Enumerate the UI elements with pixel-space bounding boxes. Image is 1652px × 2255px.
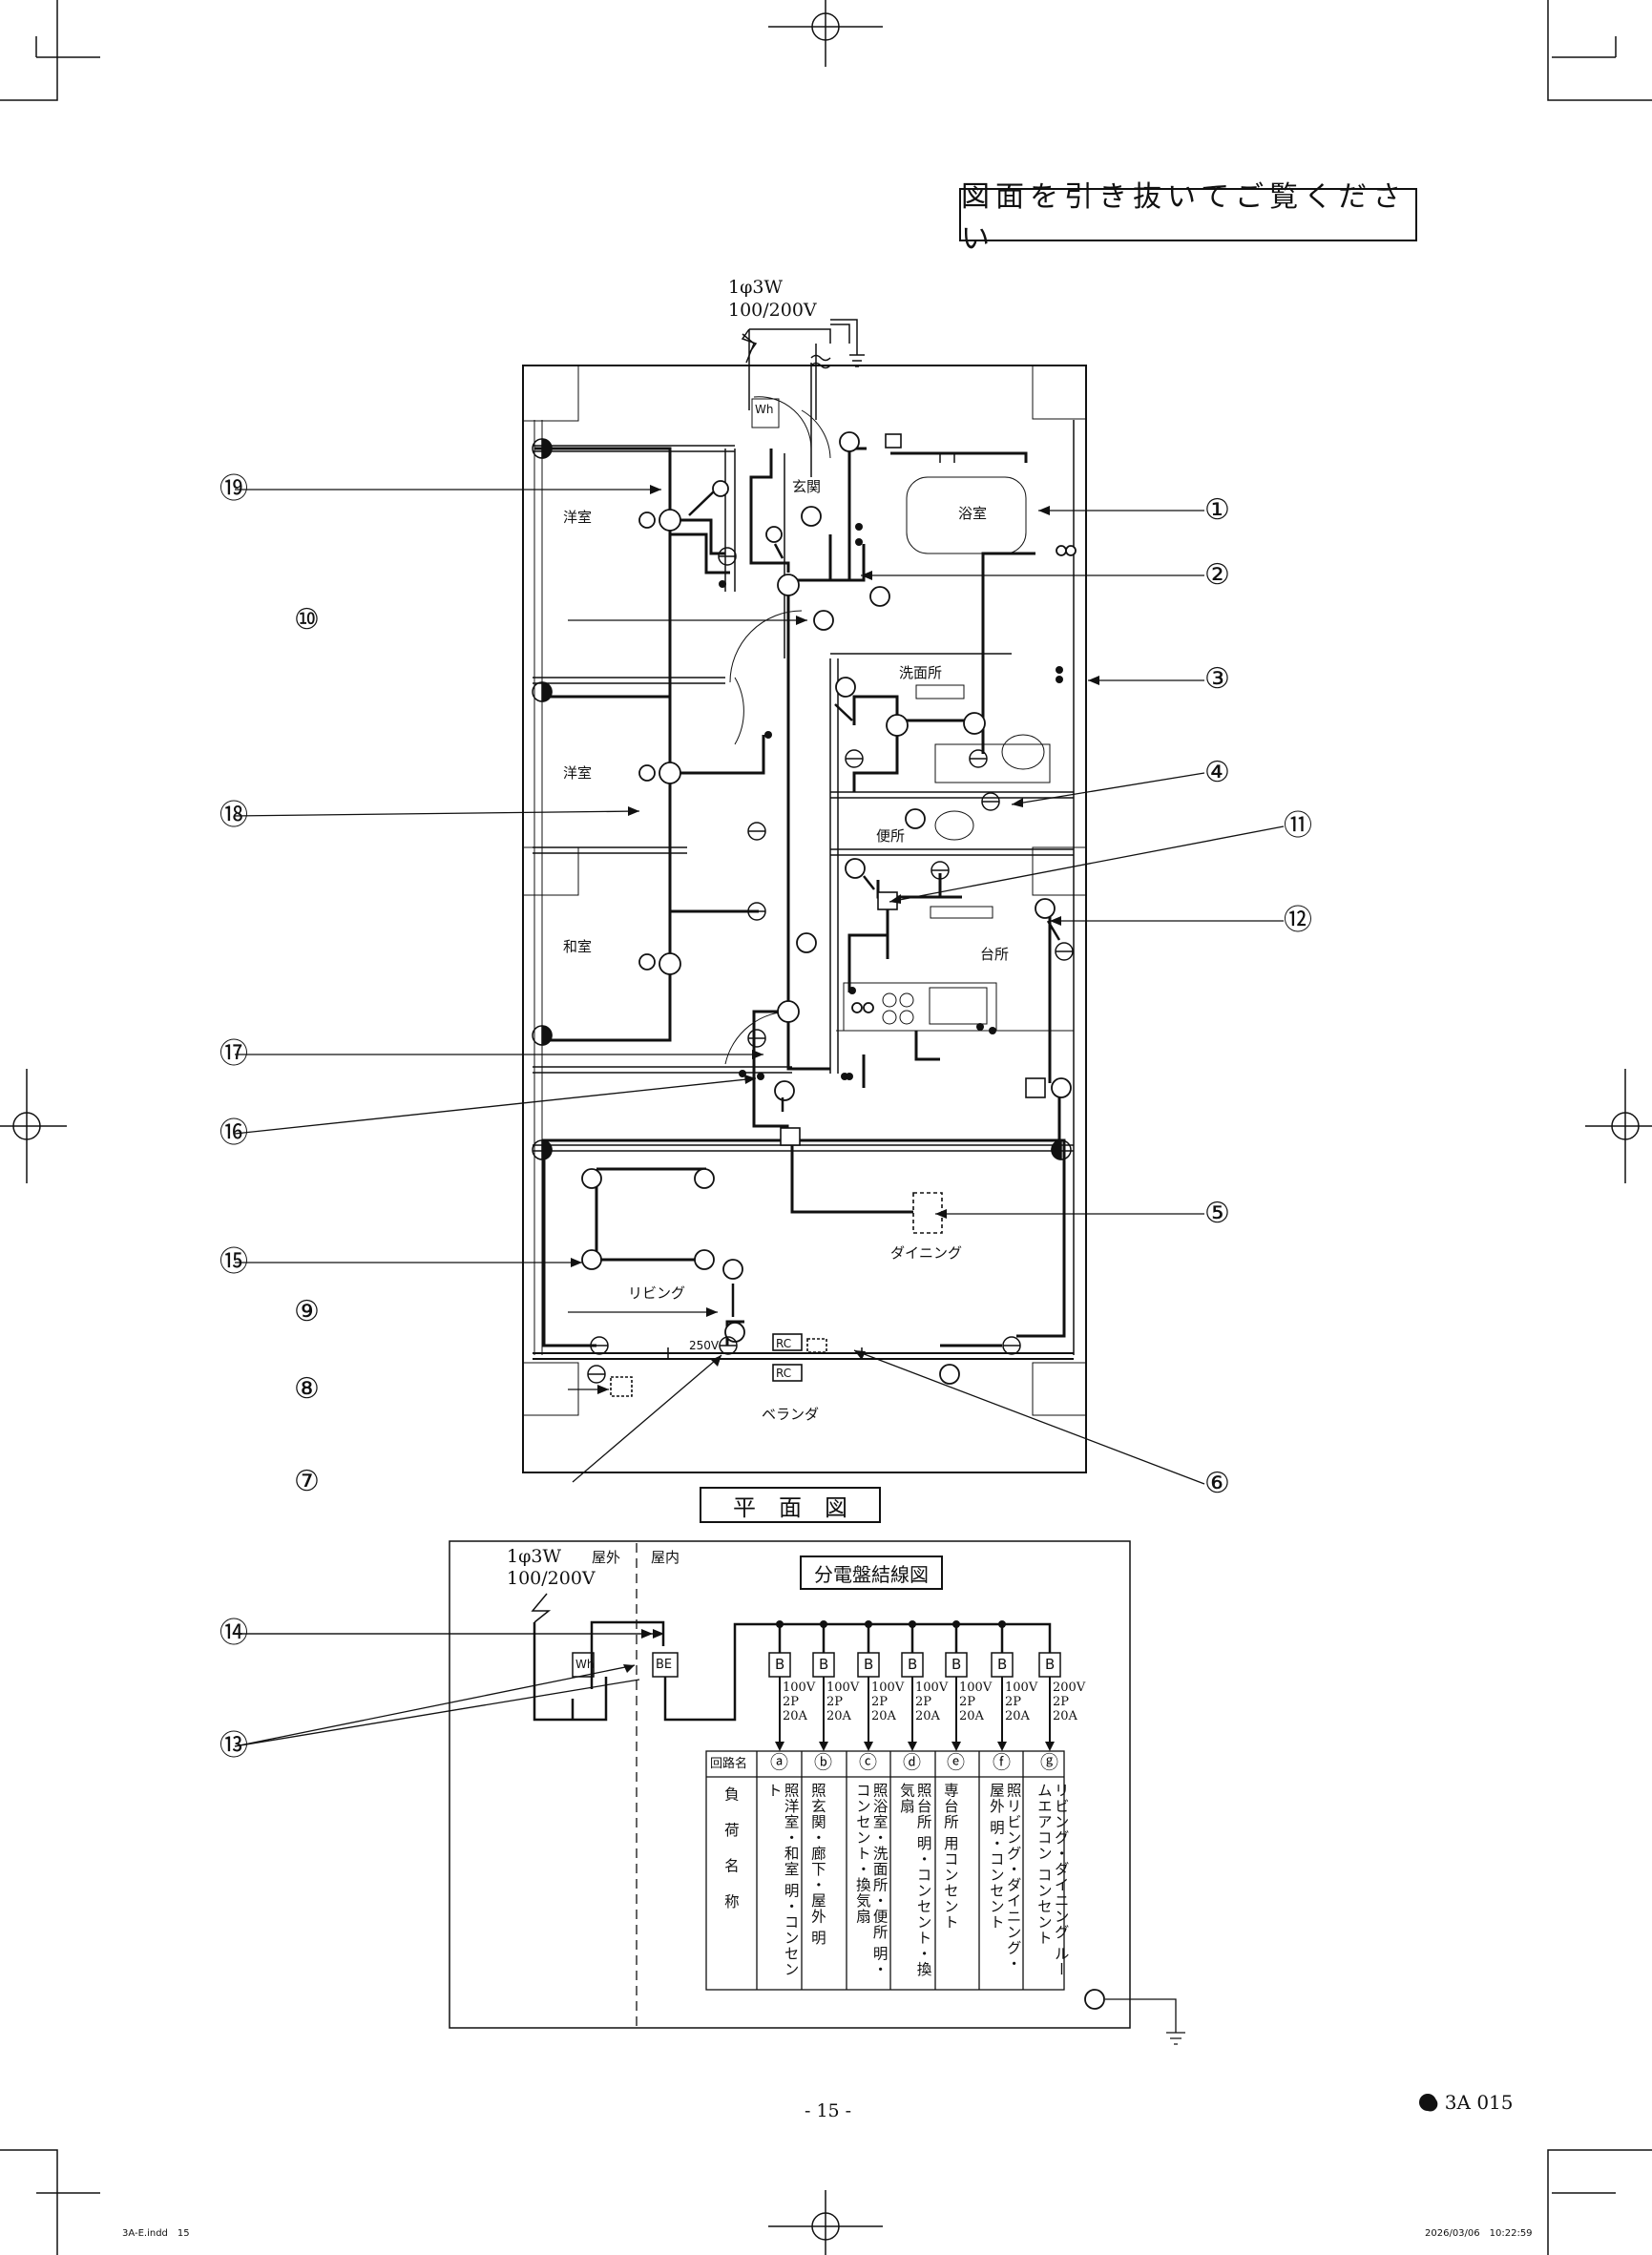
- breaker-rating: 2P: [826, 1695, 844, 1709]
- callout-7: ⑦: [294, 1465, 320, 1498]
- room-balcony: ベランダ: [762, 1406, 820, 1423]
- breaker-rating: 2P: [1005, 1695, 1022, 1709]
- room-entrance: 玄関: [792, 478, 822, 495]
- supply-phase-top: 1φ3W: [728, 277, 784, 298]
- breaker-rating: 100V: [959, 1681, 993, 1695]
- breaker-rating: 20A: [1005, 1709, 1030, 1723]
- voltage-250-label: 250V: [689, 1339, 720, 1352]
- floorplan-caption-text: 平 面 図: [733, 1493, 847, 1521]
- circuit-id: ⓒ: [859, 1752, 878, 1773]
- circuit-load: 専台所 用コンセント: [941, 1783, 959, 1931]
- circuit-id: ⓔ: [947, 1752, 966, 1773]
- callout-14: ⑭: [220, 1617, 248, 1650]
- panel-meter-label: Wh: [575, 1658, 595, 1671]
- breaker-rating: 100V: [1005, 1681, 1038, 1695]
- circuit-load: 照台所 明・コンセント・換気扇: [897, 1783, 932, 1977]
- breaker-rating: 100V: [871, 1681, 905, 1695]
- callout-13: ⑬: [220, 1729, 248, 1763]
- callout-3: ③: [1204, 662, 1230, 696]
- callout-2: ②: [1204, 558, 1230, 592]
- breaker-rating: 200V: [1053, 1681, 1086, 1695]
- callout-15: ⑮: [220, 1245, 248, 1279]
- breaker-rating: 20A: [915, 1709, 940, 1723]
- breaker-rating: 100V: [915, 1681, 949, 1695]
- circuit-id: ⓕ: [993, 1752, 1012, 1773]
- room-western-2: 洋室: [563, 764, 593, 782]
- room-toilet: 便所: [876, 827, 906, 845]
- breaker-rating: 2P: [871, 1695, 889, 1709]
- supply-voltage-panel: 100/200V: [507, 1568, 596, 1589]
- supply-phase-panel: 1φ3W: [507, 1546, 562, 1567]
- breaker-0: B: [775, 1656, 785, 1673]
- load-name-header: 負荷名称: [721, 1786, 740, 1930]
- circuit-id: ⓐ: [770, 1752, 789, 1773]
- callout-19: ⑲: [220, 472, 248, 506]
- callout-4: ④: [1204, 756, 1230, 789]
- callout-18: ⑱: [220, 799, 248, 832]
- breaker-rating: 20A: [1053, 1709, 1077, 1723]
- circuit-load: 照洋室・和室 明・コンセント: [764, 1783, 800, 1977]
- breaker-rating: 20A: [826, 1709, 851, 1723]
- page-number: - 15 -: [805, 2100, 852, 2121]
- panel-be-label: BE: [656, 1658, 673, 1672]
- meter-label-floor: Wh: [755, 403, 774, 416]
- breaker-rating: 100V: [826, 1681, 860, 1695]
- circuit-load: 照リビング・ダイニング・屋外 明・コンセント: [987, 1783, 1022, 1972]
- print-timestamp: 2026/03/06 10:22:59: [1425, 2228, 1533, 2239]
- callout-16: ⑯: [220, 1117, 248, 1150]
- room-japanese: 和室: [563, 938, 593, 955]
- circuit-name-header: 回路名: [710, 1757, 748, 1771]
- callout-10: ⑩: [294, 603, 320, 637]
- room-living: リビング: [628, 1284, 686, 1302]
- room-washroom: 洗面所: [899, 664, 943, 681]
- rc-label-2: RC: [776, 1367, 792, 1380]
- indoor-label: 屋内: [651, 1549, 680, 1566]
- breaker-rating: 20A: [959, 1709, 984, 1723]
- breaker-2: B: [864, 1656, 874, 1673]
- breaker-6: B: [1045, 1656, 1056, 1673]
- file-name: 3A-E.indd 15: [122, 2228, 190, 2239]
- callout-12: ⑫: [1284, 904, 1312, 937]
- breaker-rating: 20A: [783, 1709, 807, 1723]
- breaker-rating: 2P: [959, 1695, 976, 1709]
- rc-label-1: RC: [776, 1337, 792, 1350]
- floorplan-caption: 平 面 図: [700, 1487, 881, 1523]
- circuit-id: ⓑ: [814, 1752, 833, 1773]
- callout-17: ⑰: [220, 1037, 248, 1071]
- circuit-load: リビング・ダイニング ルームエアコン コンセント: [1035, 1783, 1070, 1977]
- breaker-rating: 2P: [915, 1695, 932, 1709]
- room-dining: ダイニング: [890, 1244, 963, 1262]
- room-western-1: 洋室: [563, 509, 593, 526]
- circuit-id: ⓓ: [903, 1752, 922, 1773]
- room-kitchen: 台所: [980, 946, 1010, 963]
- pull-out-notice: 図面を引き抜いてご覧ください: [959, 180, 1417, 256]
- circuit-load: 照浴室・洗面所・便所 明・コンセント・換気扇: [853, 1783, 889, 1977]
- callout-9: ⑨: [294, 1295, 320, 1328]
- supply-voltage-top: 100/200V: [728, 300, 817, 321]
- callout-1: ①: [1204, 493, 1230, 527]
- panel-diagram-title-text: 分電盤結線図: [814, 1562, 929, 1586]
- document-code: ● 3A 015: [1422, 2091, 1514, 2114]
- circuit-id: ⓖ: [1040, 1752, 1059, 1773]
- panel-diagram-title: 分電盤結線図: [800, 1556, 943, 1590]
- breaker-rating: 2P: [1053, 1695, 1070, 1709]
- outdoor-label: 屋外: [592, 1549, 621, 1566]
- callout-8: ⑧: [294, 1372, 320, 1406]
- room-bathroom: 浴室: [958, 505, 988, 522]
- callout-6: ⑥: [1204, 1467, 1230, 1500]
- circuit-load: 照玄関・廊下・屋外 明: [808, 1783, 826, 1946]
- breaker-rating: 2P: [783, 1695, 800, 1709]
- breaker-rating: 100V: [783, 1681, 816, 1695]
- callout-11: ⑪: [1284, 809, 1312, 843]
- breaker-1: B: [819, 1656, 829, 1673]
- breaker-rating: 20A: [871, 1709, 896, 1723]
- callout-5: ⑤: [1204, 1197, 1230, 1230]
- breaker-3: B: [908, 1656, 918, 1673]
- breaker-5: B: [997, 1656, 1008, 1673]
- breaker-4: B: [951, 1656, 962, 1673]
